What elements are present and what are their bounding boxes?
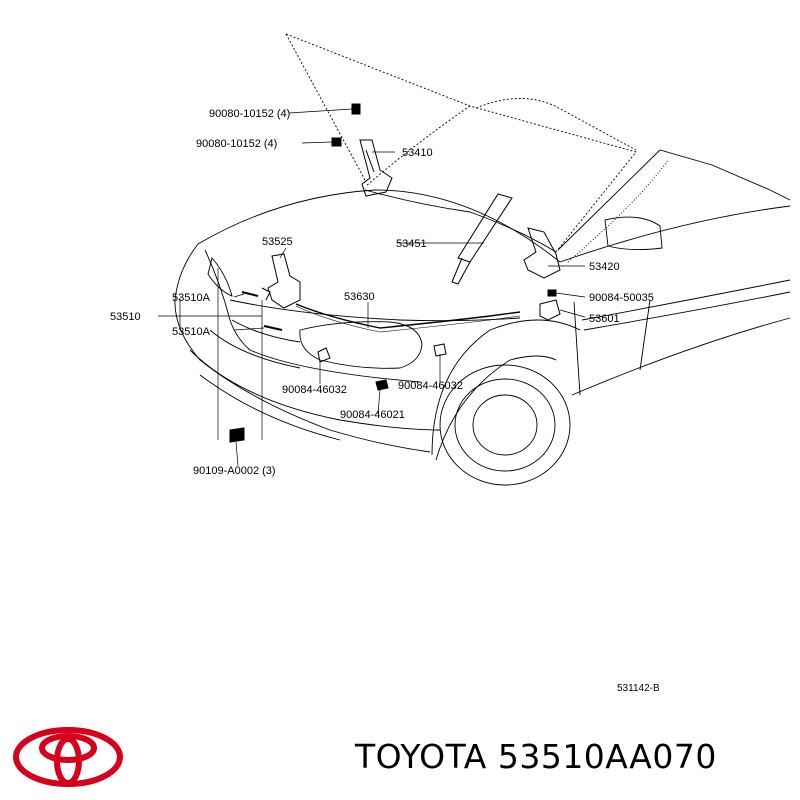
part-label: 53510A: [172, 292, 211, 304]
toyota-logo-icon: [13, 727, 123, 787]
part-label: 53420: [589, 261, 620, 273]
part-label: 53410: [402, 147, 433, 159]
part-labels: 90080-10152 (4) 90080-10152 (4) 53410 53…: [110, 108, 660, 694]
leader-lines: [158, 108, 586, 467]
part-label: 90080-10152 (4): [196, 138, 277, 150]
brand-name: TOYOTA: [355, 737, 487, 776]
diagram-reference-code: 531142-B: [617, 683, 660, 694]
part-label: 53510A: [172, 326, 211, 338]
part-label: 90084-50035: [589, 292, 654, 304]
part-label: 53510: [110, 311, 141, 323]
part-label: 90109-A0002 (3): [193, 465, 276, 477]
part-label: 53525: [262, 236, 293, 248]
part-number: 53510AA070: [497, 737, 717, 776]
part-label: 90084-46021: [340, 409, 405, 421]
part-label: 53630: [344, 291, 375, 303]
part-label: 90084-46032: [282, 384, 347, 396]
part-label: 90084-46032: [398, 380, 463, 392]
part-caption: TOYOTA 53510AA070: [355, 737, 795, 783]
part-label: 53601: [589, 313, 620, 325]
part-label: 53451: [396, 238, 427, 250]
parts-drawing: [229, 103, 561, 443]
part-label: 90080-10152 (4): [209, 108, 290, 120]
car-outline-drawing: [174, 33, 791, 486]
